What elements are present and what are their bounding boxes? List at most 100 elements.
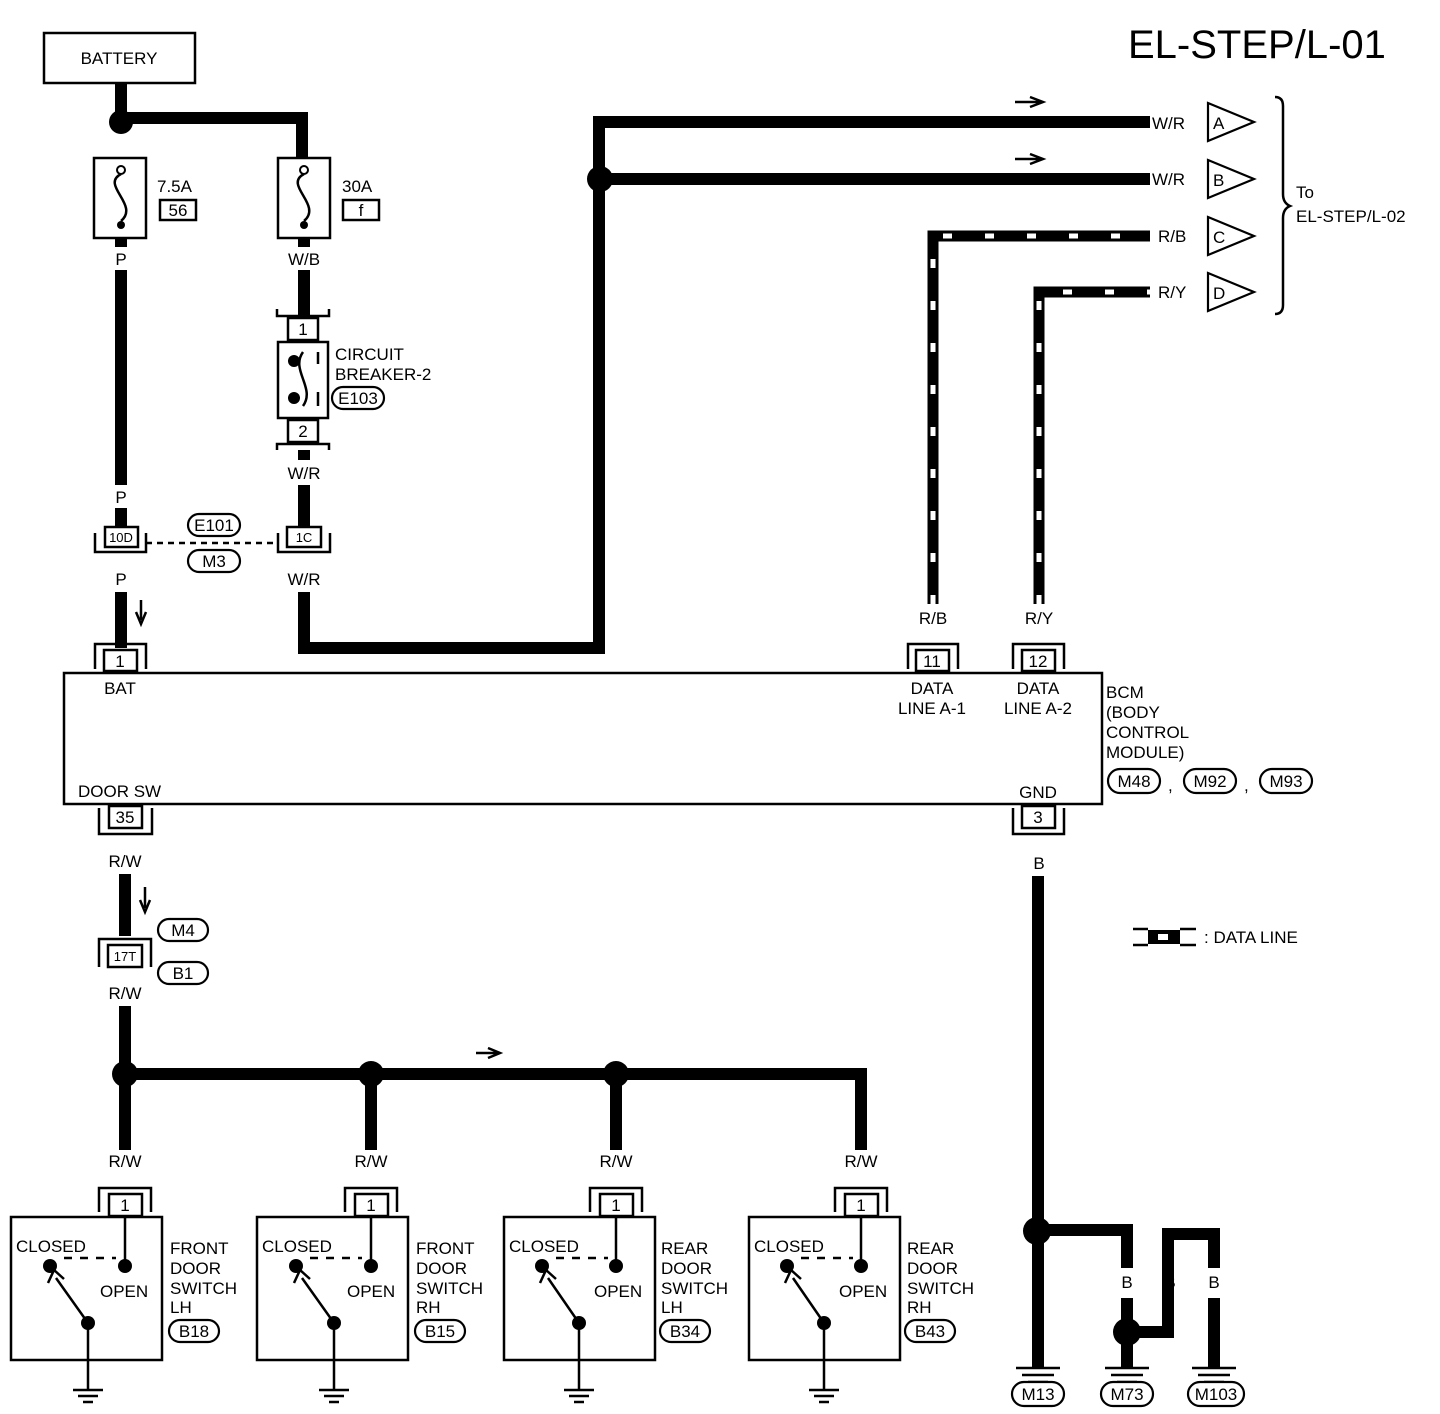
output-d: R/Y D [1158,271,1257,313]
output-b: W/R B [1152,158,1257,200]
splice-wr [587,166,613,192]
bcm-pin-bat-number: 1 [115,652,124,671]
door-switch-front-rh: R/W 1 CLOSED OPEN FRONT DOOR SWITCH RH B… [255,1152,483,1404]
switch1-closed: CLOSED [16,1237,86,1256]
joint-pin-left: 10D [109,530,133,545]
wire-wr-to-outputs [298,116,1150,654]
wire-color-g4: B [1208,1273,1219,1292]
bcm-data2-line2: LINE A-2 [1004,699,1072,718]
current-arrow-bus [476,1046,504,1060]
output-d-wire: R/Y [1158,283,1186,302]
door-joint-connector-bottom: B1 [173,964,194,983]
switch4-closed: CLOSED [754,1237,824,1256]
to-text-line2: EL-STEP/L-02 [1296,207,1406,226]
current-arrow-door [138,887,152,916]
switch2-line2: DOOR [416,1259,467,1278]
switch3-closed: CLOSED [509,1237,579,1256]
current-arrow-a [1015,95,1047,109]
wire-color-wb: W/B [288,250,320,269]
breaker-connector: E103 [338,389,378,408]
fuse-f: 30A f [276,156,381,240]
bcm-bat-label: BAT [104,679,136,698]
data-line-a2 [1033,286,1150,604]
page-title: EL-STEP/L-01 [1128,23,1386,67]
switch3-open: OPEN [594,1282,642,1301]
breaker-pin-top: 1 [298,320,307,339]
switch3-line2: DOOR [661,1259,712,1278]
wire-color-switch2: R/W [354,1152,387,1171]
bcm-pin-data1-number: 11 [923,652,941,671]
battery-label: BATTERY [81,49,158,68]
fuse-56-rating: 7.5A [157,177,193,196]
bcm-pin-data2: 12 DATA LINE A-2 [1004,642,1072,718]
output-c-wire: R/B [1158,227,1186,246]
output-a-letter: A [1213,114,1225,133]
switch3-connector: B34 [670,1322,700,1341]
battery-box [42,31,197,85]
bcm-name-line3: CONTROL [1106,723,1189,742]
output-c: R/B C [1158,215,1257,257]
ground-m103-label: M103 [1195,1385,1238,1404]
wire-color-switch1: R/W [108,1152,141,1171]
bcm-pin-gnd-number: 3 [1033,808,1042,827]
switch1-line2: DOOR [170,1259,221,1278]
bcm-pin-door: 35 [97,804,154,836]
door-joint-pin: 17T [114,949,136,964]
wire-color-wr-low: W/R [287,570,320,589]
switch4-line2: DOOR [907,1259,958,1278]
to-text-line1: To [1296,183,1314,202]
circuit-breaker-2: 1 2 CIRCUIT BREAKER-2 E103 [275,309,431,450]
wire-color-data2: R/Y [1025,609,1053,628]
ground-m13-label: M13 [1021,1385,1054,1404]
wire-color-gnd: B [1033,854,1044,873]
battery-feed-wires [109,83,308,160]
output-brace [1274,95,1294,316]
bcm-connector-2: M92 [1193,772,1226,791]
wire-color-data1: R/B [919,609,947,628]
wire-color-switch4: R/W [844,1152,877,1171]
bcm-pin-data2-number: 12 [1029,652,1048,671]
splice-gnd-2 [1113,1318,1141,1346]
output-a-wire: W/R [1152,114,1185,133]
wire-gnd-2 [1038,1224,1133,1368]
door-switch-rear-lh: R/W 1 CLOSED OPEN REAR DOOR SWITCH LH B3… [502,1152,728,1404]
bcm-pin-door-number: 35 [116,808,135,827]
switch1-line1: FRONT [170,1239,229,1258]
bcm-pin-data1: 11 DATA LINE A-1 [898,642,966,718]
switch3-line1: REAR [661,1239,708,1258]
bcm-name-line1: BCM [1106,683,1144,702]
breaker-name-line2: BREAKER-2 [335,365,431,384]
wire-color-rw-17t: R/W [108,984,141,1003]
bcm-pin-gnd: 3 [1011,804,1066,836]
data-line-a1 [927,230,1150,604]
wire-color-p-low: P [115,570,126,589]
switch2-open: OPEN [347,1282,395,1301]
bcm-gnd-label: GND [1019,783,1057,802]
wire-color-switch3: R/W [599,1152,632,1171]
splice-rw-3 [603,1061,629,1087]
switch1-line3: SWITCH [170,1279,237,1298]
breaker-name-line1: CIRCUIT [335,345,404,364]
joint-pin-right: 1C [296,530,313,545]
switch1-line4: LH [170,1298,192,1317]
switch2-line1: FRONT [416,1239,475,1258]
ground-m13: M13 [1010,1366,1066,1408]
wire-gnd-3 [1127,1228,1220,1368]
switch4-open: OPEN [839,1282,887,1301]
bcm-name-line2: (BODY [1106,703,1160,722]
switch2-line4: RH [416,1298,441,1317]
fuse-f-number: f [359,201,364,220]
wire-color-rw-35: R/W [108,852,141,871]
joint-connector-bottom: M3 [202,552,226,571]
output-b-wire: W/R [1152,170,1185,189]
switch2-closed: CLOSED [262,1237,332,1256]
breaker-pin-bottom: 2 [298,422,307,441]
fuse-f-rating: 30A [342,177,373,196]
data-line-legend: : DATA LINE [1133,927,1298,947]
switch3-line3: SWITCH [661,1279,728,1298]
door-joint-connector-top: M4 [171,921,195,940]
door-switch-rear-rh: R/W 1 CLOSED OPEN REAR DOOR SWITCH RH B4… [747,1152,974,1404]
splice-rw-1 [112,1061,138,1087]
fuse-56-number: 56 [169,201,188,220]
switch4-pin: 1 [856,1196,865,1215]
